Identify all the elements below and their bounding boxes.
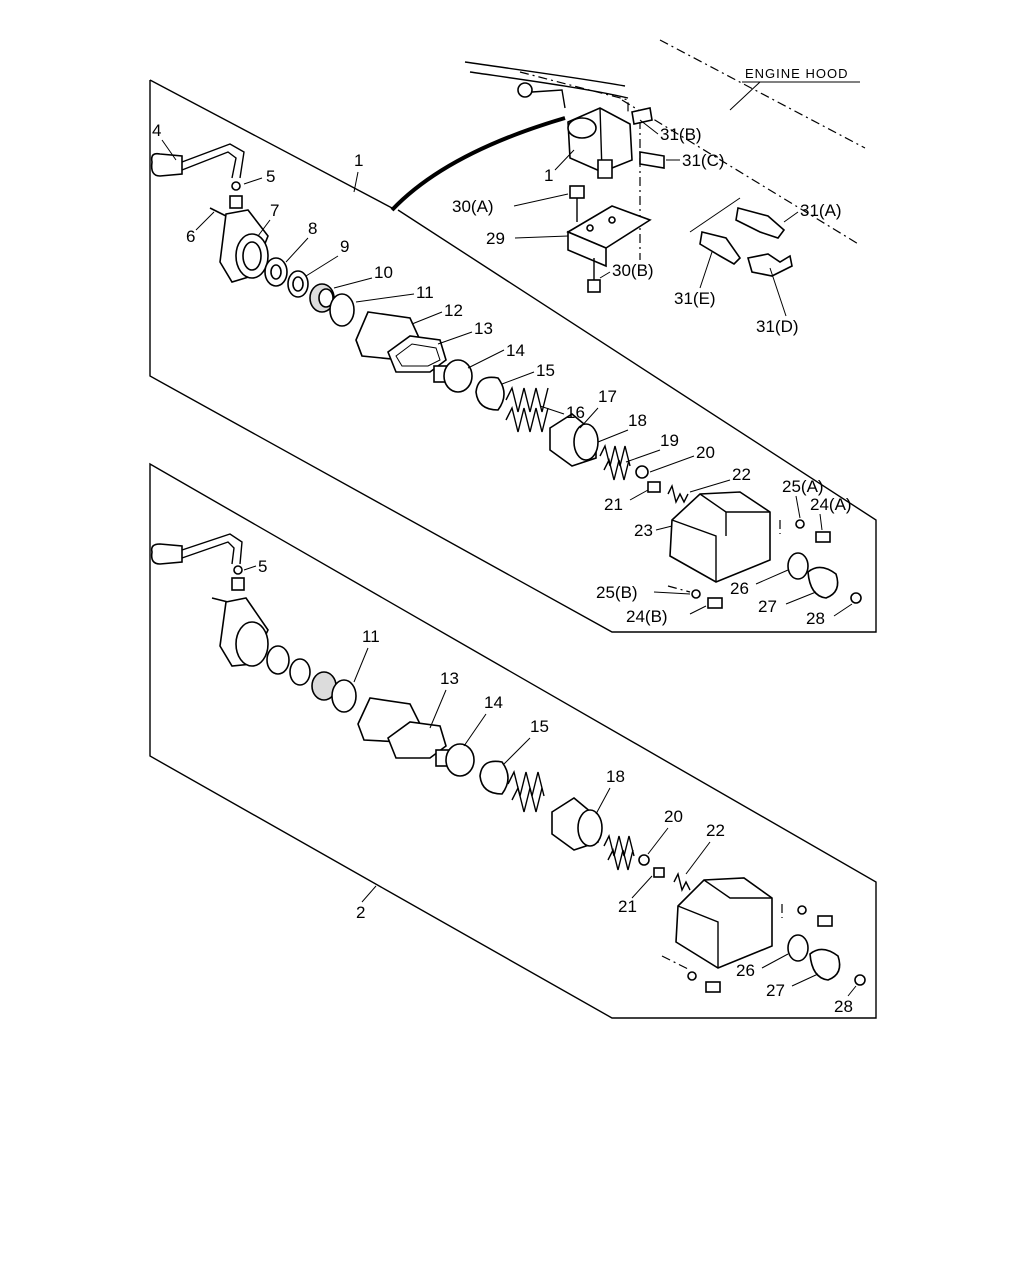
label-14: 14 (506, 341, 525, 360)
spring-22-icon (667, 483, 689, 505)
lever-handle-4 (150, 143, 245, 179)
lower-assembly-panel: 5 11 13 14 15 18 20 21 22 26 27 28 2 (149, 462, 877, 1019)
label-21: 21 (604, 495, 623, 514)
label-31e: 31(E) (674, 289, 716, 308)
label-31a: 31(A) (800, 201, 842, 220)
label-lower-22: 22 (706, 821, 725, 840)
label-lower-26: 26 (736, 961, 755, 980)
label-25a: 25(A) (782, 477, 824, 496)
label-30a: 30(A) (452, 197, 494, 216)
cam-housing-7 (219, 209, 269, 283)
o-ring-11-icon (329, 293, 355, 327)
gasket-13-icon (387, 335, 447, 373)
nut-10-icon (309, 283, 335, 313)
piston-17-icon (549, 413, 599, 467)
fitting-31b-icon (631, 107, 653, 125)
label-9: 9 (340, 237, 349, 256)
diaphragm-15-icon (475, 376, 505, 411)
cover-lower-icon (675, 877, 773, 969)
lever-handle-lower (150, 533, 243, 565)
bolt-30b-icon (587, 258, 601, 293)
fitting-31e-icon (699, 231, 742, 265)
label-6: 6 (186, 227, 195, 246)
engine-hood-label: ENGINE HOOD (745, 66, 848, 81)
label-lower-11: 11 (362, 627, 380, 646)
mounting-bracket (566, 205, 652, 268)
label-27: 27 (758, 597, 777, 616)
washer-9-icon (287, 270, 309, 298)
label-29: 29 (486, 229, 505, 248)
label-30b: 30(B) (612, 261, 654, 280)
label-10: 10 (374, 263, 393, 282)
label-15: 15 (536, 361, 555, 380)
label-24a: 24(A) (810, 495, 852, 514)
label-lower-5: 5 (258, 557, 267, 576)
label-lower-28: 28 (834, 997, 853, 1016)
label-lower-2: 2 (356, 903, 365, 922)
cam-housing-lower (219, 597, 269, 667)
label-25b: 25(B) (596, 583, 638, 602)
spring-19-icon (599, 443, 631, 481)
bolt-30a-icon (569, 185, 585, 222)
label-22: 22 (732, 465, 751, 484)
label-1-main: 1 (354, 151, 363, 170)
fitting-31d-icon (746, 253, 793, 277)
fitting-31c-icon (639, 151, 665, 169)
label-31c: 31(C) (682, 151, 725, 170)
nut-8-icon (264, 257, 288, 287)
label-7: 7 (270, 201, 279, 220)
label-5: 5 (266, 167, 275, 186)
spring-16-icon (505, 385, 549, 433)
label-lower-14: 14 (484, 693, 503, 712)
label-31b: 31(B) (660, 125, 702, 144)
upper-assembly-panel: 1 4 5 6 7 8 9 10 11 12 13 14 15 16 17 18… (149, 79, 877, 633)
label-1-small: 1 (544, 166, 553, 185)
relay-valve-body (567, 107, 633, 179)
label-lower-20: 20 (664, 807, 683, 826)
label-20: 20 (696, 443, 715, 462)
label-13: 13 (474, 319, 493, 338)
label-26: 26 (730, 579, 749, 598)
cover-23-icon (669, 491, 771, 583)
label-8: 8 (308, 219, 317, 238)
label-lower-13: 13 (440, 669, 459, 688)
label-24b: 24(B) (626, 607, 668, 626)
label-lower-21: 21 (618, 897, 637, 916)
label-18: 18 (628, 411, 647, 430)
top-assembly: ENGINE HOOD (390, 39, 866, 336)
boot-27-icon (807, 566, 839, 599)
label-31d: 31(D) (756, 317, 799, 336)
fitting-31a-icon (735, 207, 786, 239)
label-12: 12 (444, 301, 463, 320)
label-lower-27: 27 (766, 981, 785, 1000)
label-23: 23 (634, 521, 653, 540)
label-16: 16 (566, 403, 585, 422)
label-17: 17 (598, 387, 617, 406)
label-lower-18: 18 (606, 767, 625, 786)
label-28: 28 (806, 609, 825, 628)
piston-14-icon (433, 359, 473, 393)
label-4: 4 (152, 121, 161, 140)
label-11: 11 (416, 283, 434, 302)
label-19: 19 (660, 431, 679, 450)
label-lower-15: 15 (530, 717, 549, 736)
